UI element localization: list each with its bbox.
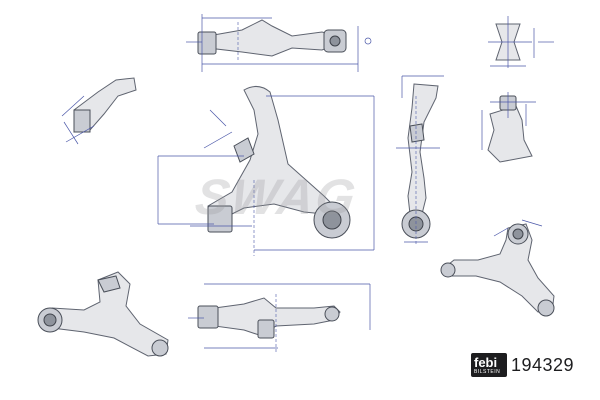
- bushing-section-view: [488, 16, 554, 68]
- side-view-arm: [396, 75, 444, 244]
- brand-logo-text: febi: [474, 355, 498, 370]
- perspective-view-bottom-left: [37, 271, 169, 357]
- brand-logo-box: febi BILSTEIN: [471, 353, 507, 377]
- perspective-view-bottom-right: [440, 219, 555, 317]
- perspective-view-ball-joint: [61, 77, 137, 145]
- brand-tag-text: BILSTEIN: [474, 369, 501, 375]
- front-view-arm: [157, 86, 375, 256]
- ball-joint-detail-view: [481, 92, 536, 163]
- part-number: 194329: [511, 355, 575, 375]
- bottom-view-arm: [188, 283, 371, 352]
- top-view-arm: [186, 14, 372, 72]
